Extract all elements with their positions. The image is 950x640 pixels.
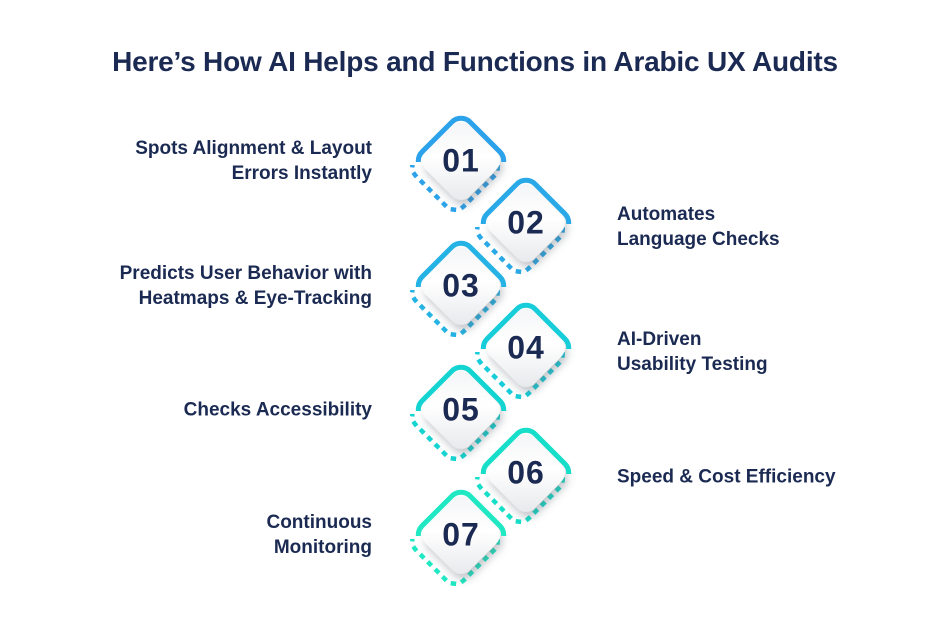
diamond-dashed-outline [475,227,565,274]
page-title: Here’s How AI Helps and Functions in Ara… [112,46,838,77]
diamond-card [422,371,500,449]
diamond-card [487,434,565,512]
diamond-solid-outline [415,489,507,536]
step-label: Continuous Monitoring [266,512,372,558]
diamond-solid-outline [480,427,572,474]
diamond-dashed-outline [410,539,500,586]
diamond-shape [410,240,507,337]
diamond-shape [475,427,572,524]
diamond-dashed-outline [410,165,500,212]
diamond-solid-outline [415,240,507,287]
step-number: 04 [507,329,545,366]
diamond-card [487,309,565,387]
diamond-dashed-outline [410,290,500,337]
step-label: Speed & Cost Efficiency [617,466,836,488]
diamond-shape [475,177,572,274]
step-label: Checks Accessibility [183,399,372,421]
diamond-card [422,496,500,574]
diamond-shape [475,302,572,399]
step-number: 02 [507,204,545,241]
step-number: 01 [442,142,480,179]
step-label: Predicts User Behavior with Heatmaps & E… [119,263,372,309]
diamond-solid-outline [480,177,572,224]
diamond-card [422,122,500,200]
diamond-shape [410,489,507,586]
diamond-solid-outline [415,115,507,162]
step-number: 03 [442,267,480,304]
step-label: Spots Alignment & Layout Errors Instantl… [135,138,372,184]
diamond-dashed-outline [475,477,565,524]
diamond-shape [410,115,507,212]
step-label: Automates Language Checks [617,204,780,250]
diamond-card [487,184,565,262]
diamond-card [422,247,500,325]
step-number: 05 [442,391,480,428]
diamond-dashed-outline [475,352,565,399]
step-label: AI-Driven Usability Testing [617,329,768,375]
diamond-solid-outline [480,302,572,349]
diamond-solid-outline [415,364,507,411]
diamond-dashed-outline [410,414,500,461]
diamond-shape [410,364,507,461]
step-number: 06 [507,454,545,491]
step-number: 07 [442,516,480,553]
